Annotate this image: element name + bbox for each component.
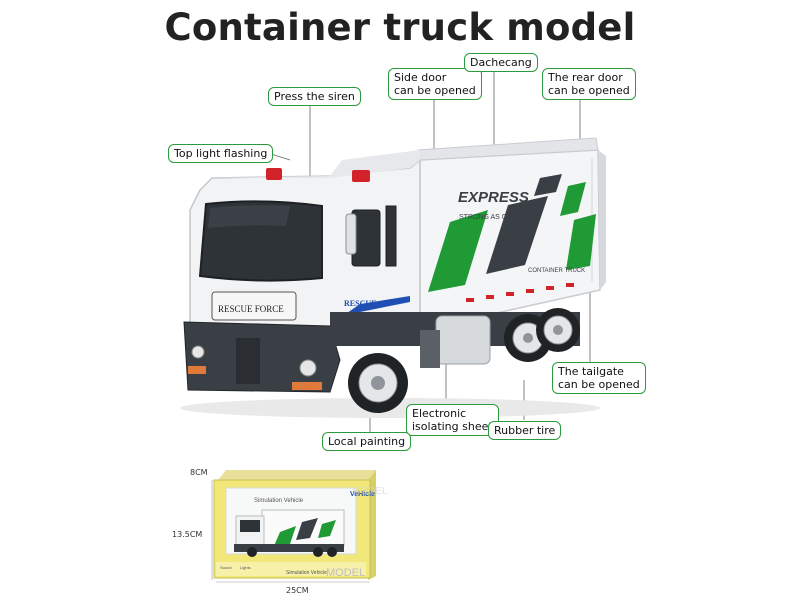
callout-isolating-sheet-line1: Electronic xyxy=(412,407,467,420)
dimension-depth: 8CM xyxy=(190,468,208,477)
stripe-grey-2 xyxy=(534,174,562,196)
container-box xyxy=(417,137,606,331)
page-title: Container truck model xyxy=(164,6,636,49)
callout-rear-door-line1: The rear door xyxy=(548,71,623,84)
callout-tailgate: The tailgate can be opened xyxy=(552,362,646,394)
callout-rear-door-line2: can be opened xyxy=(548,84,630,97)
callout-isolating-sheet-line2: isolating sheet xyxy=(412,420,493,433)
siren-light-left xyxy=(266,168,282,180)
truck-rescue-side-text: RESCUE xyxy=(344,299,376,308)
package-model: MODEL xyxy=(326,567,365,579)
callout-side-door-line1: Side door xyxy=(394,71,447,84)
callout-side-door-line2: can be opened xyxy=(394,84,476,97)
package-sound: Sound xyxy=(220,565,232,570)
callout-tailgate-line1: The tailgate xyxy=(558,365,624,378)
callout-tailgate-line2: can be opened xyxy=(558,378,640,391)
package-brand: VeHicle xyxy=(350,491,375,498)
package-model-side: MODEL xyxy=(352,486,388,497)
stripe-green-2 xyxy=(560,182,586,216)
stripe-green-1 xyxy=(428,210,488,292)
dimension-width: 25CM xyxy=(286,586,309,595)
package-box xyxy=(213,470,376,580)
package-bottom-label: Simulation Vehicle xyxy=(286,570,327,576)
siren-light-right xyxy=(352,170,370,182)
callout-press-siren: Press the siren xyxy=(268,87,361,106)
dimension-height: 13.5CM xyxy=(172,530,203,539)
callout-top-light: Top light flashing xyxy=(168,144,274,163)
truck-express-text: EXPRESS xyxy=(458,189,529,206)
callout-side-door: Side door can be opened xyxy=(388,68,482,100)
callout-rubber-tire: Rubber tire xyxy=(488,421,562,440)
truck-rescue-text: RESCUE FORCE xyxy=(218,304,284,314)
callout-rear-door: The rear door can be opened xyxy=(542,68,636,100)
callout-brand: Dachecang xyxy=(464,53,538,72)
callout-local-painting: Local painting xyxy=(322,432,412,451)
stripe-grey-1 xyxy=(486,196,548,274)
package-window-label: Simulation Vehicle xyxy=(254,498,304,504)
truck-container-text: CONTAINER TRUCK xyxy=(528,268,585,274)
leader-lines xyxy=(267,68,591,434)
package-lights: Lights xyxy=(240,565,251,570)
callout-isolating-sheet: Electronic isolating sheet xyxy=(406,404,499,436)
stripe-green-3 xyxy=(566,214,596,270)
truck-strong-text: STRONG AS OXEN xyxy=(459,214,522,221)
wheels xyxy=(348,308,580,413)
truck-cab xyxy=(183,150,580,393)
